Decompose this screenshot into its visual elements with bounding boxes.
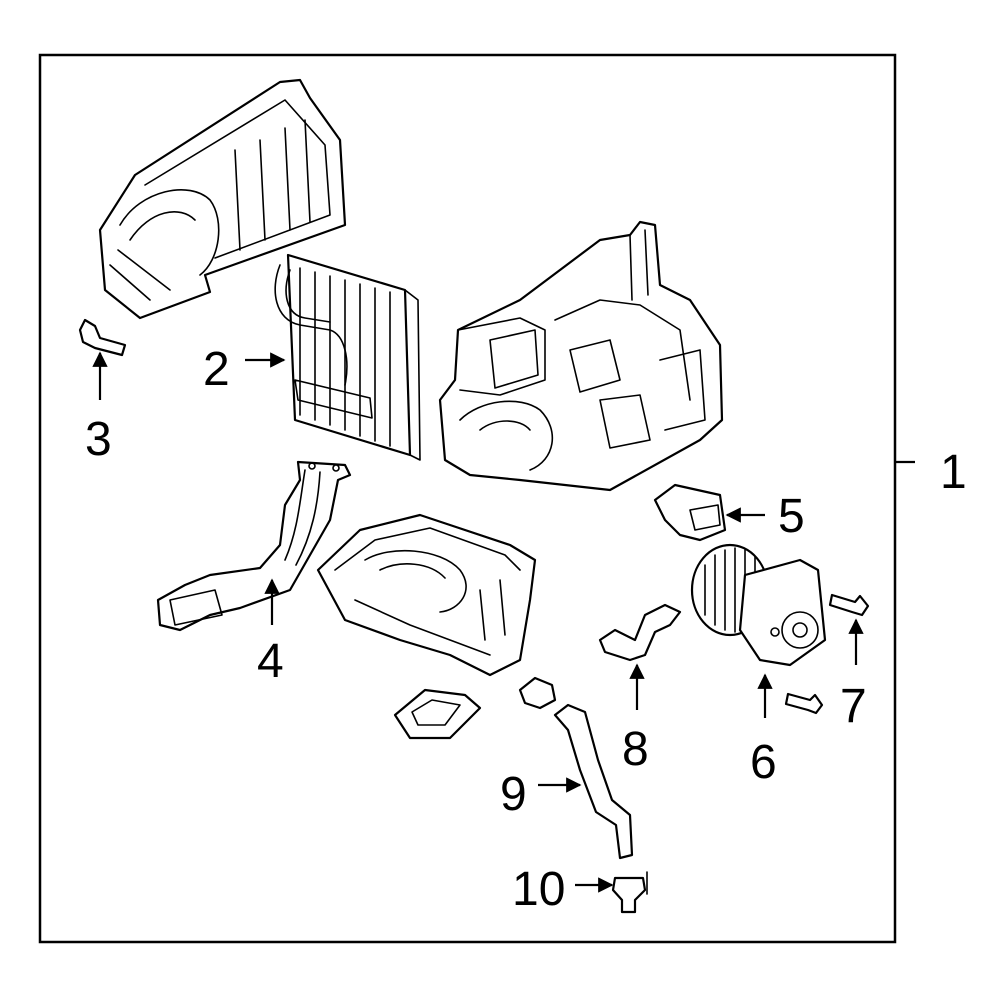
grommet[interactable] (611, 871, 648, 914)
hose-fitting[interactable] (518, 676, 557, 710)
evaporator-core[interactable] (274, 253, 421, 461)
drain-tube[interactable] (553, 703, 634, 860)
callout-8[interactable]: 8 (622, 723, 649, 776)
callout-10[interactable]: 10 (512, 863, 565, 916)
lower-case[interactable] (316, 513, 537, 677)
screw[interactable] (828, 593, 870, 617)
seal-gasket[interactable] (393, 688, 482, 740)
callout-7[interactable]: 7 (840, 680, 867, 733)
callout-9[interactable]: 9 (500, 768, 527, 821)
callout-1[interactable]: 1 (940, 446, 967, 499)
callout-6[interactable]: 6 (750, 736, 777, 789)
callout-4[interactable]: 4 (257, 635, 284, 688)
wiring-harness[interactable] (156, 460, 352, 632)
blower-resistor[interactable] (653, 483, 727, 542)
callout-5[interactable]: 5 (778, 490, 805, 543)
callout-3[interactable]: 3 (85, 413, 112, 466)
clip-part[interactable] (78, 318, 127, 357)
blower-motor[interactable] (690, 543, 827, 667)
assembly-frame (38, 53, 897, 944)
upper-case-housing[interactable] (98, 78, 347, 320)
drain-hose[interactable] (598, 603, 682, 662)
hvac-case[interactable] (438, 220, 724, 492)
screw-lower[interactable] (784, 692, 824, 715)
callout-2[interactable]: 2 (203, 343, 230, 396)
